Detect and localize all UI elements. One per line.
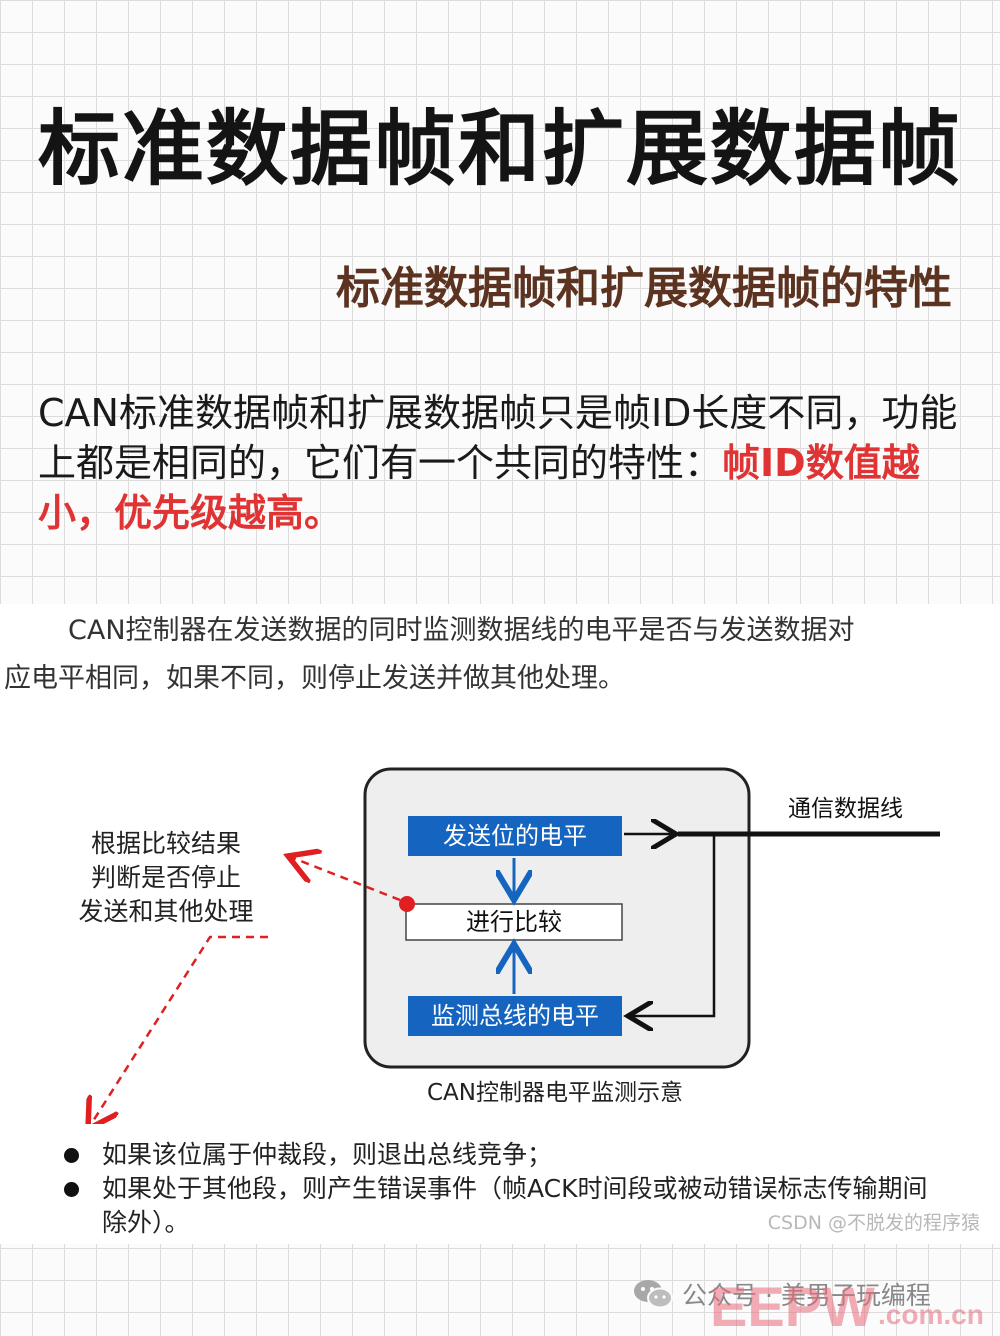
monitor-level-label: 监测总线的电平	[431, 1002, 599, 1030]
diagram-caption: CAN控制器电平监测示意	[427, 1080, 683, 1106]
section-subtitle: 标准数据帧和扩展数据帧的特性	[336, 263, 952, 314]
footer-account: 公众号 · 美男子玩编程	[632, 1276, 931, 1312]
red-dashed-arrow-lower	[88, 935, 268, 1124]
paragraph-line-2: 应电平相同，如果不同，则停止发送并做其他处理。	[4, 663, 625, 694]
decision-dot	[399, 896, 415, 912]
paragraph-line-1: CAN控制器在发送数据的同时监测数据线的电平是否与发送数据对	[68, 615, 855, 646]
send-level-label: 发送位的电平	[443, 822, 587, 850]
bullet-icon	[64, 1182, 79, 1197]
account-label: 公众号 · 美男子玩编程	[682, 1281, 931, 1310]
monitor-level-box	[408, 996, 622, 1036]
eepw-logo-text: EEPW	[710, 1280, 875, 1332]
send-level-box	[408, 816, 622, 856]
page-title: 标准数据帧和扩展数据帧	[37, 102, 962, 197]
bullet-icon	[64, 1148, 79, 1163]
compare-box	[405, 903, 623, 941]
bus-label: 通信数据线	[788, 796, 903, 822]
intro-text: CAN标准数据帧和扩展数据帧只是帧ID长度不同，功能上都是相同的，它们有一个共同…	[38, 391, 958, 485]
can-monitor-diagram: 发送位的电平 进行比较 监测总线的电平 通信数据线 根据比较结果 判断是否停止 …	[78, 767, 940, 1124]
list-item: 如果该位属于仲裁段，则退出总线竞争；	[62, 1138, 942, 1172]
left-note-line-1: 根据比较结果	[91, 829, 241, 858]
list-item: 如果处于其他段，则产生错误事件（帧ACK时间段或被动错误标志传输期间除外）。	[62, 1172, 942, 1240]
eepw-logo: EEPW .com.cn	[710, 1280, 984, 1332]
intro-highlight: 帧ID数值越小，优先级越高。	[38, 441, 920, 535]
bus-feedback-line	[628, 834, 716, 1016]
bullet-list: 如果该位属于仲裁段，则退出总线竞争； 如果处于其他段，则产生错误事件（帧ACK时…	[62, 1138, 942, 1240]
eepw-domain: .com.cn	[878, 1299, 984, 1330]
csdn-watermark: CSDN @不脱发的程序猿	[767, 1212, 980, 1234]
wechat-icon	[634, 1280, 673, 1309]
compare-label: 进行比较	[466, 908, 562, 936]
left-note-line-3: 发送和其他处理	[78, 897, 253, 926]
red-dashed-arrow-upper	[288, 856, 401, 902]
intro-paragraph: CAN标准数据帧和扩展数据帧只是帧ID长度不同，功能上都是相同的，它们有一个共同…	[38, 388, 968, 538]
left-note-line-2: 判断是否停止	[91, 863, 241, 892]
